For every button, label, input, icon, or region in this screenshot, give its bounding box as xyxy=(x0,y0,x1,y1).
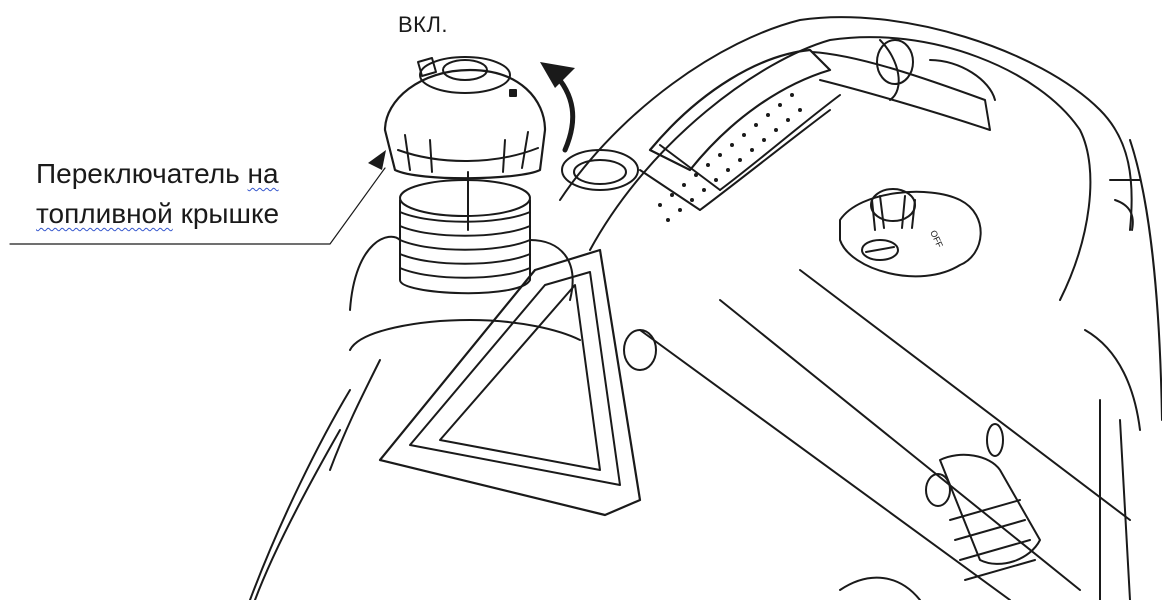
label-word: на xyxy=(247,158,279,189)
fuel-cap xyxy=(383,56,547,180)
on-label: ВКЛ. xyxy=(398,12,448,38)
triangle-grip xyxy=(378,248,642,517)
carry-handle xyxy=(648,48,832,172)
top-control-knob xyxy=(839,188,982,278)
fuel-cap-switch-label-line1: Переключатель на xyxy=(36,158,279,190)
off-marker: OFF xyxy=(928,229,945,250)
engine-detail xyxy=(839,179,1141,600)
on-label-text: ВКЛ. xyxy=(398,12,449,37)
label-word: топливной xyxy=(36,198,173,229)
label-word: крышке xyxy=(180,198,280,229)
rotation-arrow-icon xyxy=(540,62,576,153)
fuel-cap-switch-label-line2: топливной крышке xyxy=(36,198,279,230)
leader-line xyxy=(9,167,386,245)
label-word: Переключатель xyxy=(36,158,240,189)
generator-body xyxy=(249,16,1162,600)
pointer-triangle-icon xyxy=(368,150,386,170)
generator-top-panel xyxy=(589,36,1092,301)
handle-perforation-pattern xyxy=(658,93,802,222)
fuel-filler-neck xyxy=(349,149,639,351)
